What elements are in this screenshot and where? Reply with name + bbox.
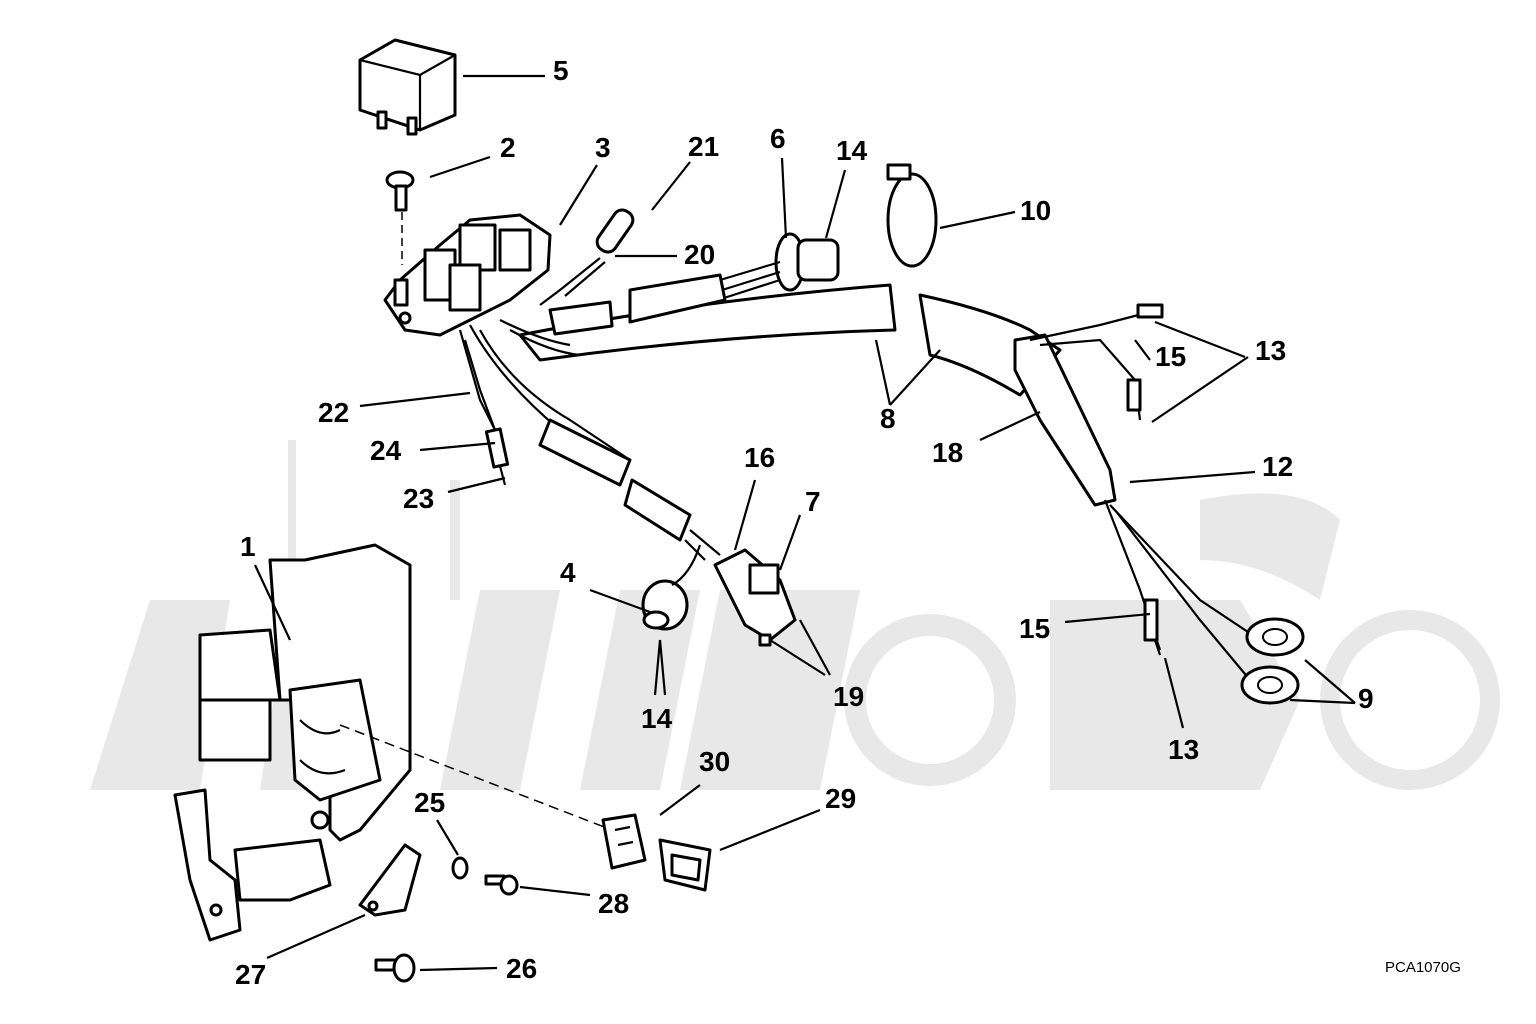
callout-13-top: 13 xyxy=(1255,335,1286,366)
callout-15-bottom: 15 xyxy=(1019,613,1050,644)
callout-16: 16 xyxy=(744,442,775,473)
callout-23: 23 xyxy=(403,483,434,514)
callout-20: 20 xyxy=(684,239,715,270)
leader-lines xyxy=(254,74,1356,972)
connector-block-part-3 xyxy=(383,213,552,337)
callout-21: 21 xyxy=(688,131,719,162)
callout-10: 10 xyxy=(1020,195,1051,226)
callout-29: 29 xyxy=(825,783,856,814)
callout-15-top: 15 xyxy=(1155,341,1186,372)
callout-26: 26 xyxy=(506,953,537,984)
socket-part-4 xyxy=(641,544,702,631)
callout-3: 3 xyxy=(595,132,611,163)
lead-wire-part-22 xyxy=(463,339,510,486)
plate-part-27 xyxy=(358,843,422,917)
fuse-part-30 xyxy=(601,813,647,870)
grommet-part-6 xyxy=(719,232,840,300)
relay-part-5 xyxy=(358,38,457,136)
callout-27: 27 xyxy=(235,959,266,990)
callout-7: 7 xyxy=(805,486,821,517)
screw-part-2 xyxy=(385,170,415,212)
diagram-code: PCA1070G xyxy=(1385,959,1461,976)
right-branch-part-12 xyxy=(1029,303,1305,705)
fuse-cover-part-29 xyxy=(658,838,712,892)
callout-22: 22 xyxy=(318,397,349,428)
callout-12: 12 xyxy=(1262,451,1293,482)
callout-30: 30 xyxy=(699,746,730,777)
watermark-graphic xyxy=(90,440,1500,790)
bracket-part-1 xyxy=(173,543,412,942)
screw-part-28 xyxy=(484,874,519,896)
callout-13-bottom: 13 xyxy=(1168,734,1199,765)
main-harness-part-8 xyxy=(518,273,1117,507)
bolt-part-26 xyxy=(374,953,416,983)
callout-14-bottom: 14 xyxy=(641,703,673,734)
callout-24: 24 xyxy=(370,435,402,466)
washer-part-25 xyxy=(451,856,469,880)
fuse-holder-part-21 xyxy=(539,208,635,306)
callout-18: 18 xyxy=(932,437,963,468)
band-clip-part-10 xyxy=(886,163,938,268)
callout-19: 19 xyxy=(833,681,864,712)
callout-14-top: 14 xyxy=(836,135,868,166)
callout-1: 1 xyxy=(240,531,256,562)
callout-labels: 5 2 3 21 20 6 14 10 13 15 8 18 12 22 24 … xyxy=(235,55,1461,990)
callout-2: 2 xyxy=(500,132,516,163)
callout-25: 25 xyxy=(414,787,445,818)
callout-4: 4 xyxy=(560,557,576,588)
callout-28: 28 xyxy=(598,888,629,919)
callout-8: 8 xyxy=(880,403,896,434)
callout-9: 9 xyxy=(1358,683,1374,714)
callout-6: 6 xyxy=(770,123,786,154)
callout-5: 5 xyxy=(553,55,569,86)
branch-wires xyxy=(458,319,721,561)
